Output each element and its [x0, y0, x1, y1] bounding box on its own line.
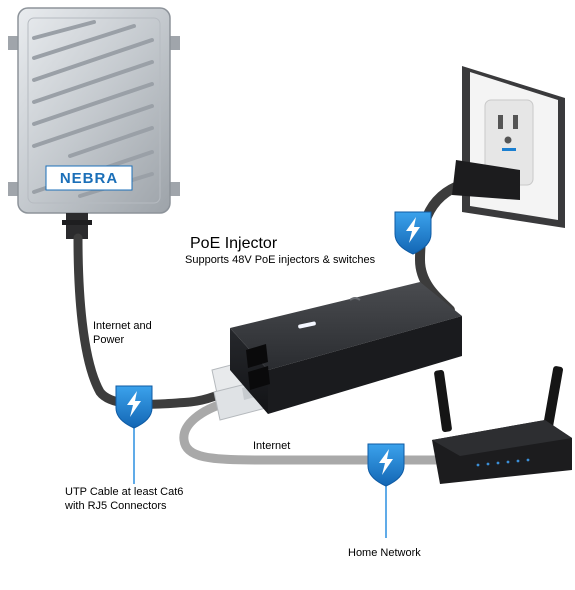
poe-injector-icon: [230, 282, 462, 414]
nebra-logo: NEBRA: [60, 170, 118, 187]
cable-to-device-label: Internet and Power: [93, 320, 152, 346]
callout-lines: [133, 422, 387, 538]
lightning-badge-icon: [367, 443, 405, 487]
poe-cable: [73, 233, 243, 409]
injector-subtitle: Supports 48V PoE injectors & switches: [185, 254, 376, 266]
lightning-badge-icon: [115, 385, 153, 429]
injector-title: PoE Injector: [190, 235, 278, 252]
lan-cable: [179, 397, 445, 465]
cable-spec-label: UTP Cable at least Cat6 with RJ5 Connect…: [65, 486, 184, 512]
lightning-badge-icon: [394, 211, 432, 255]
router-icon: [432, 366, 572, 484]
router-link-label: Internet: [253, 440, 291, 452]
power-plug: [452, 160, 520, 200]
wall-outlet-icon: [462, 66, 565, 228]
nebra-enclosure-icon: NEBRA: [8, 7, 180, 239]
router-label: Home Network: [348, 547, 421, 559]
